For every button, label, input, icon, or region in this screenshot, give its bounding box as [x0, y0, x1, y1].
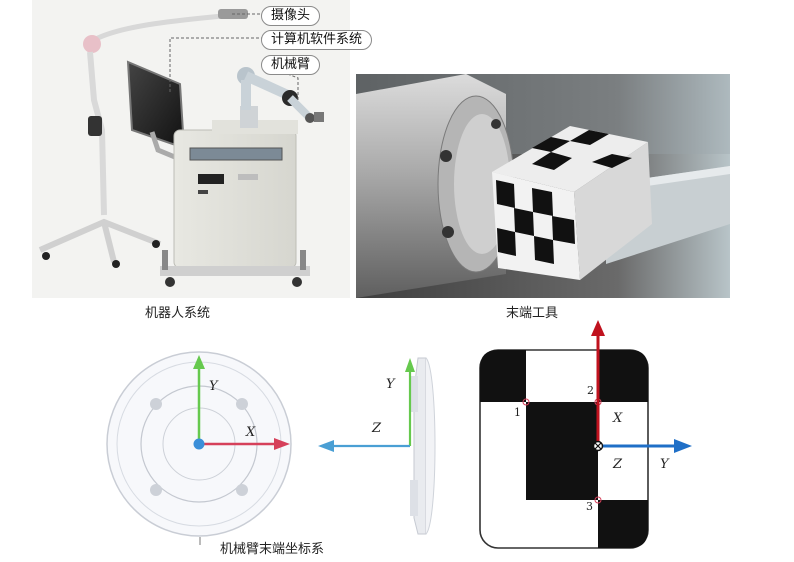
caption-end-tool: 末端工具: [506, 306, 559, 321]
bolt-hole: [236, 398, 248, 410]
camera-stand: [38, 9, 248, 268]
flange-face-diagram: Y X: [106, 351, 292, 545]
robot-arm: [237, 67, 324, 128]
side-z-label: Z: [371, 421, 382, 436]
callout-software: 计算机软件系统: [261, 30, 373, 50]
marker-z-label: Z: [612, 457, 623, 472]
bolt-hole: [236, 484, 248, 496]
marker-x-label: X: [612, 411, 623, 426]
flange-y-label: Y: [209, 379, 219, 394]
flange-x-label: X: [245, 425, 256, 440]
marker-square: [526, 402, 598, 500]
marker-y-label: Y: [660, 457, 670, 472]
marker-square: [598, 500, 648, 548]
caption-robot-system: 机器人系统: [145, 306, 211, 321]
marker-point-1: 1: [514, 406, 521, 419]
control-cabinet: [160, 120, 310, 287]
bolt-hole: [150, 484, 162, 496]
marker-square: [598, 350, 648, 402]
bolt-hole: [150, 398, 162, 410]
marker-point-2: 2: [587, 384, 594, 397]
end-tool-photo: [356, 74, 730, 298]
callout-camera: 摄像头: [261, 6, 321, 26]
callout-arm: 机械臂: [261, 55, 321, 75]
marker-point-3: 3: [586, 500, 593, 513]
flange-origin: [193, 438, 205, 450]
marker-diagram: 1 2 3 X Z Y: [479, 320, 692, 549]
side-y-label: Y: [386, 377, 396, 392]
caption-flange-frame: 机械臂末端坐标系: [220, 542, 325, 557]
marker-square: [480, 350, 526, 402]
flange-side-diagram: Y Z: [318, 357, 436, 535]
